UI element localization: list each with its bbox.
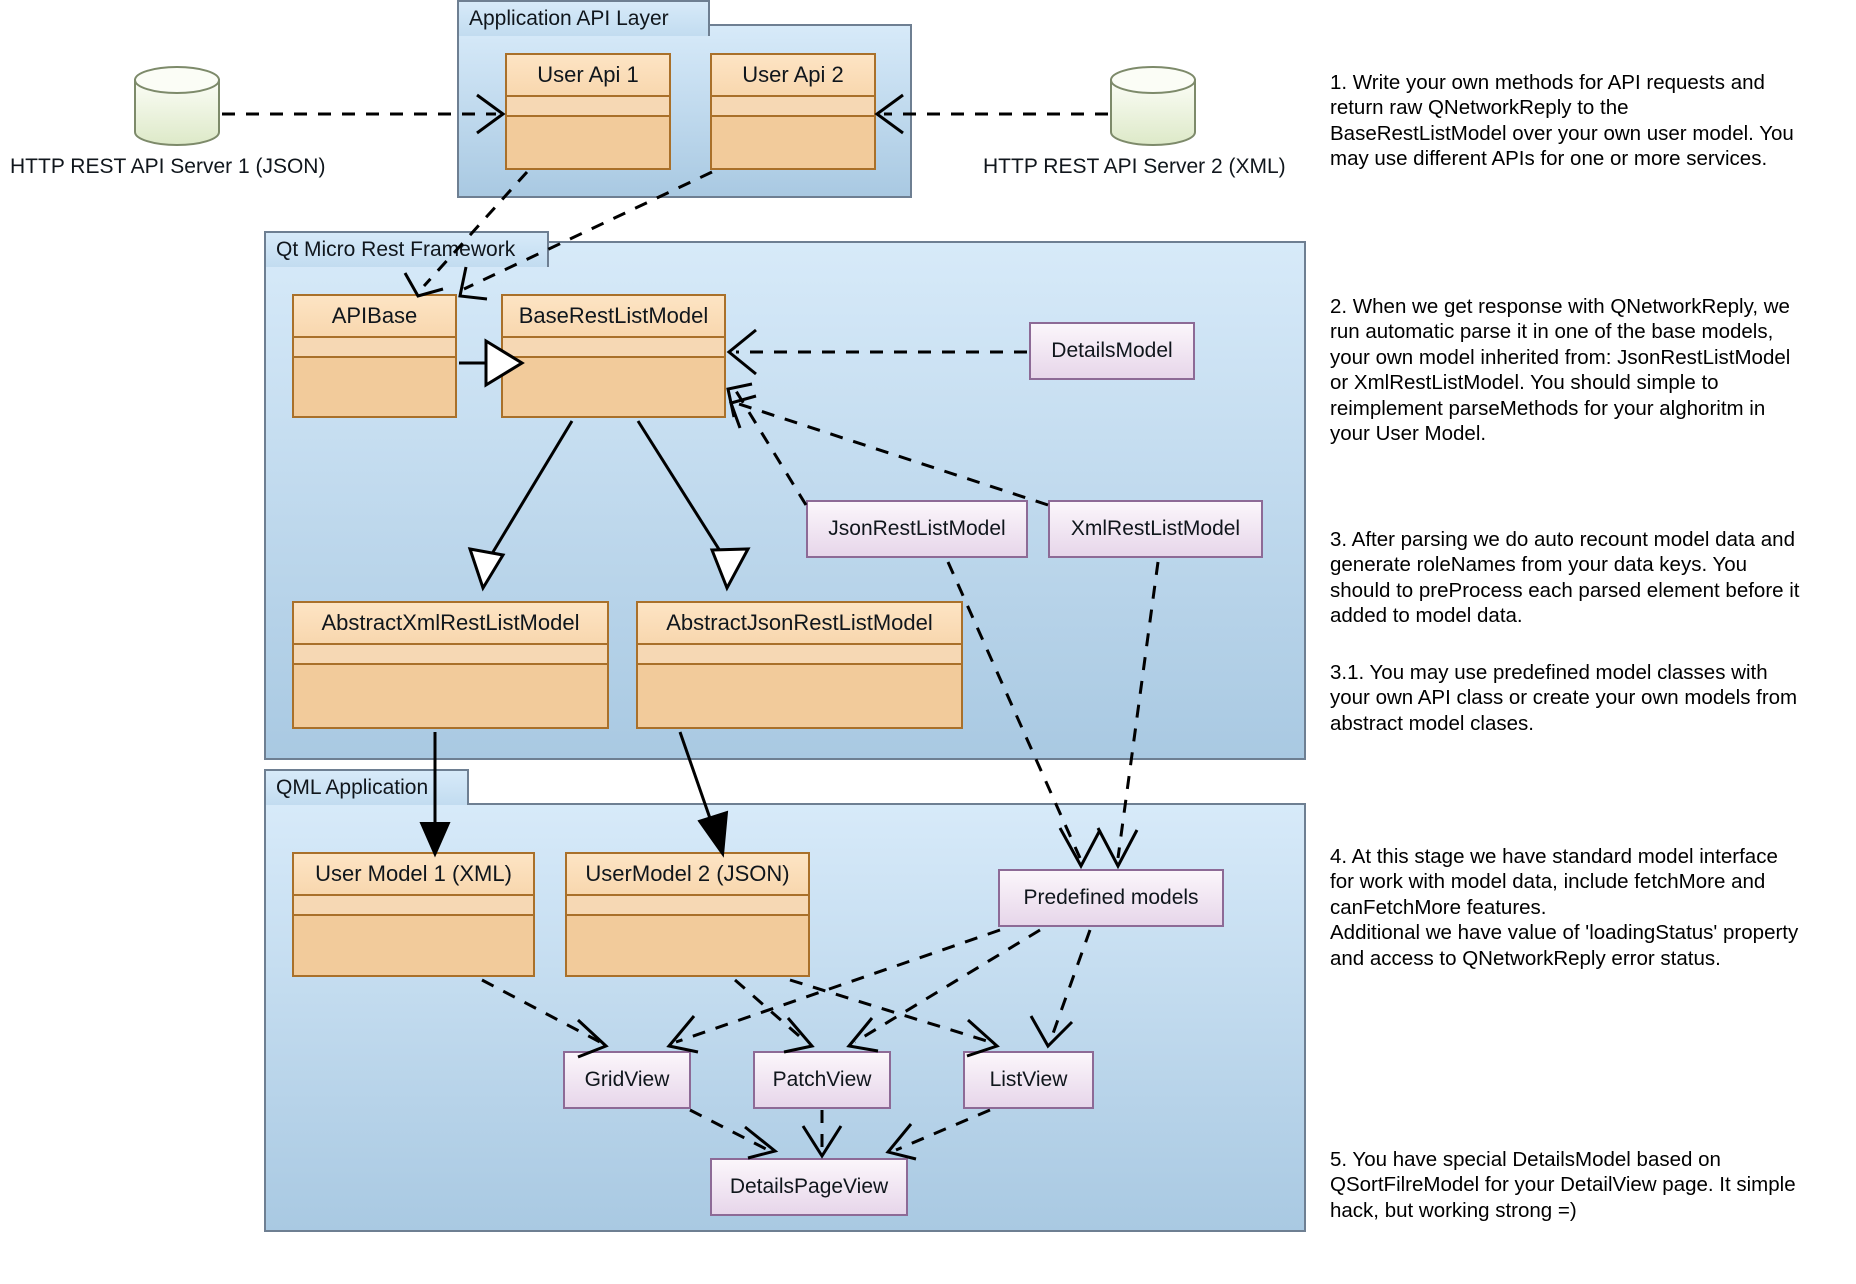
box-detailspageview[interactable]: DetailsPageView	[710, 1158, 908, 1216]
class-abstractjsonrestlistmodel-operations	[638, 665, 961, 727]
box-predefined-models[interactable]: Predefined models	[998, 869, 1224, 927]
box-patchview-label: PatchView	[772, 1068, 872, 1091]
class-apibase-attributes	[294, 338, 455, 358]
class-baserestlistmodel-operations	[503, 358, 724, 416]
note-3: 3. After parsing we do auto recount mode…	[1330, 527, 1800, 628]
server-1-label: HTTP REST API Server 1 (JSON)	[10, 155, 326, 178]
class-abstractxmlrestlistmodel-attributes	[294, 645, 607, 665]
class-abstractjsonrestlistmodel-attributes	[638, 645, 961, 665]
box-jsonrestlistmodel-label: JsonRestListModel	[828, 517, 1006, 540]
box-predefined-models-label: Predefined models	[1023, 886, 1199, 909]
server-2-label: HTTP REST API Server 2 (XML)	[983, 155, 1286, 178]
box-detailsmodel-label: DetailsModel	[1051, 339, 1173, 362]
class-user-model-1-xml-title: User Model 1 (XML)	[294, 854, 533, 896]
class-abstractxmlrestlistmodel-operations	[294, 665, 607, 727]
box-gridview-label-alt: GridView	[584, 1068, 670, 1091]
note-2: 2. When we get response with QNetworkRep…	[1330, 294, 1791, 446]
package-label-qt-micro-rest-framework: Qt Micro Rest Framework	[276, 238, 516, 261]
box-gridview[interactable]: GridView	[563, 1051, 691, 1109]
box-detailsmodel[interactable]: DetailsModel	[1029, 322, 1195, 380]
class-user-api-2-attributes	[712, 97, 874, 117]
class-apibase-title: APIBase	[294, 296, 455, 338]
class-user-model-1-xml-attributes	[294, 896, 533, 916]
note-5: 5. You have special DetailsModel based o…	[1330, 1147, 1796, 1222]
class-user-model-1-xml[interactable]: User Model 1 (XML)	[292, 852, 535, 977]
class-user-api-1-operations	[507, 117, 669, 168]
package-tab-application-api-layer: Application API Layer	[457, 0, 710, 36]
class-user-model-2-json[interactable]: UserModel 2 (JSON)	[565, 852, 810, 977]
box-detailspageview-label: DetailsPageView	[729, 1175, 889, 1198]
class-user-model-2-json-attributes	[567, 896, 808, 916]
package-tab-qt-micro-rest-framework: Qt Micro Rest Framework	[264, 231, 549, 267]
class-apibase-operations	[294, 358, 455, 416]
class-user-model-2-json-operations	[567, 916, 808, 975]
class-user-api-1[interactable]: User Api 1	[505, 53, 671, 170]
database-cylinder-icon-server-1	[133, 65, 221, 147]
class-abstractjsonrestlistmodel-title: AbstractJsonRestListModel	[638, 603, 961, 645]
class-abstractxmlrestlistmodel[interactable]: AbstractXmlRestListModel	[292, 601, 609, 729]
note-3-1: 3.1. You may use predefined model classe…	[1330, 660, 1798, 735]
class-user-model-2-json-title: UserModel 2 (JSON)	[567, 854, 808, 896]
box-listview[interactable]: ListView	[963, 1051, 1094, 1109]
box-jsonrestlistmodel[interactable]: JsonRestListModel	[806, 500, 1028, 558]
class-user-api-2-title: User Api 2	[712, 55, 874, 97]
note-4: 4. At this stage we have standard model …	[1330, 844, 1799, 970]
class-baserestlistmodel-title: BaseRestListModel	[503, 296, 724, 338]
package-label-application-api-layer: Application API Layer	[469, 7, 669, 30]
class-user-api-2[interactable]: User Api 2	[710, 53, 876, 170]
class-user-api-2-operations	[712, 117, 874, 168]
class-abstractjsonrestlistmodel[interactable]: AbstractJsonRestListModel	[636, 601, 963, 729]
package-label-qml-application: QML Application	[276, 776, 429, 799]
class-user-api-1-attributes	[507, 97, 669, 117]
class-baserestlistmodel-attributes	[503, 338, 724, 358]
box-listview-label: ListView	[989, 1068, 1068, 1091]
class-user-model-1-xml-operations	[294, 916, 533, 975]
note-1: 1. Write your own methods for API reques…	[1330, 70, 1794, 171]
class-baserestlistmodel[interactable]: BaseRestListModel	[501, 294, 726, 418]
box-patchview[interactable]: PatchView	[753, 1051, 891, 1109]
class-abstractxmlrestlistmodel-title: AbstractXmlRestListModel	[294, 603, 607, 645]
database-cylinder-icon-server-2	[1109, 65, 1197, 147]
box-xmlrestlistmodel-label: XmlRestListModel	[1070, 517, 1241, 540]
box-xmlrestlistmodel[interactable]: XmlRestListModel	[1048, 500, 1263, 558]
class-user-api-1-title: User Api 1	[507, 55, 669, 97]
class-apibase[interactable]: APIBase	[292, 294, 457, 418]
package-tab-qml-application: QML Application	[264, 769, 469, 805]
